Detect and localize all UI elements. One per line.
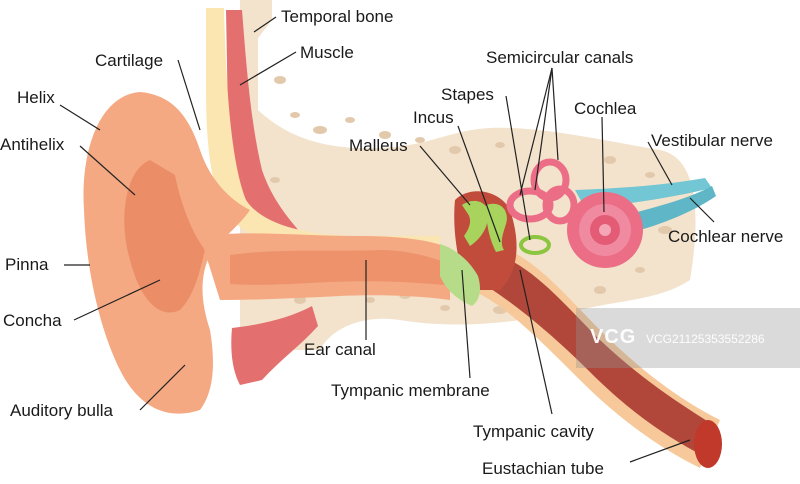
label-malleus: Malleus xyxy=(349,136,408,155)
label-cochlear-nerve: Cochlear nerve xyxy=(668,227,784,246)
label-cartilage: Cartilage xyxy=(95,51,164,70)
leader-lines xyxy=(59,16,715,463)
label-eustachian-tube: Eustachian tube xyxy=(482,459,604,478)
muscle-shape xyxy=(226,10,300,232)
label-helix: Helix xyxy=(17,88,55,107)
label-concha: Concha xyxy=(3,311,62,330)
label-tympanic-membrane: Tympanic membrane xyxy=(331,381,490,400)
label-vestibular-nerve: Vestibular nerve xyxy=(651,131,773,150)
watermark: VCG VCG21125353552286 xyxy=(576,308,800,368)
label-stapes: Stapes xyxy=(441,85,494,104)
watermark-logo: VCG xyxy=(590,326,637,348)
eustachian-tube-inner xyxy=(480,250,712,456)
label-muscle: Muscle xyxy=(300,43,354,62)
label-auditory-bulla: Auditory bulla xyxy=(10,401,114,420)
label-tympanic-cavity: Tympanic cavity xyxy=(473,422,594,441)
lower-muscle-shape xyxy=(231,306,318,385)
label-pinna: Pinna xyxy=(5,255,49,274)
stapes-shape xyxy=(519,235,551,255)
malleus-shape xyxy=(462,200,489,246)
label-temporal-bone: Temporal bone xyxy=(281,7,394,26)
semicircular-canals-shape xyxy=(506,158,578,225)
incus-shape xyxy=(486,203,507,252)
ear-canal-inner xyxy=(230,250,445,285)
label-semicircular-canals: Semicircular canals xyxy=(486,48,634,67)
cochlea-apex xyxy=(599,224,611,236)
eustachian-tube-opening xyxy=(694,420,722,468)
label-ear-canal: Ear canal xyxy=(304,340,376,359)
concha-shape xyxy=(124,160,205,313)
label-cochlea: Cochlea xyxy=(574,99,637,118)
label-incus: Incus xyxy=(413,108,454,127)
watermark-id: VCG21125353552286 xyxy=(646,332,765,346)
label-antihelix: Antihelix xyxy=(0,135,65,154)
cochlear-nerve-shape xyxy=(630,186,716,230)
tympanic-membrane-shape xyxy=(440,244,480,306)
